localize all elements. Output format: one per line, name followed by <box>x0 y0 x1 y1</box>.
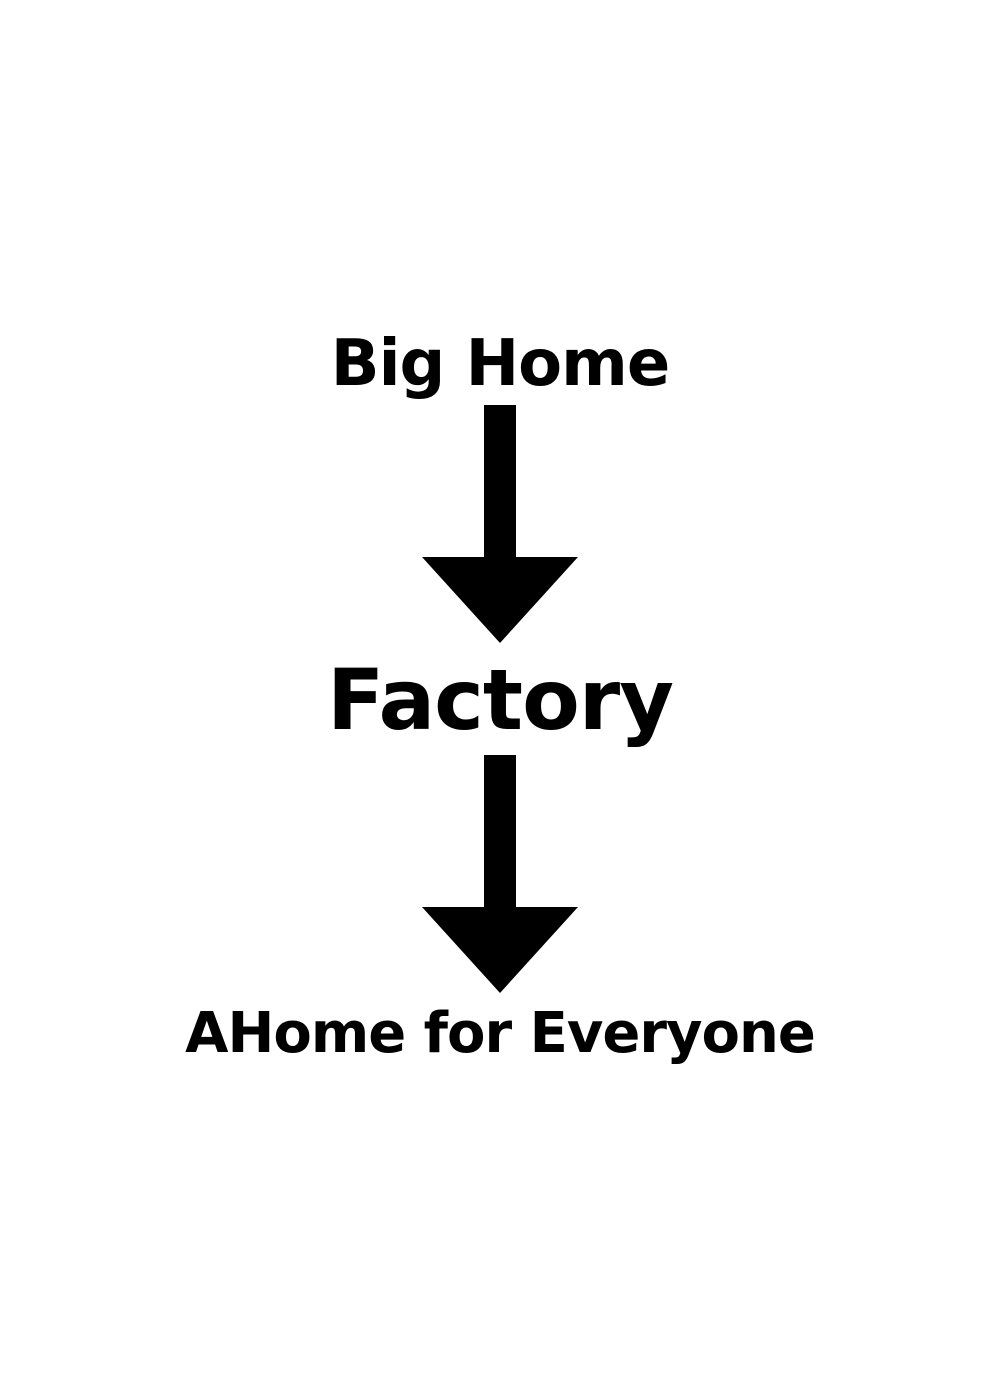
arrow-down-icon <box>422 405 578 643</box>
node-factory: Factory <box>327 651 674 749</box>
node-a-home-for-everyone: AHome for Everyone <box>185 1001 816 1066</box>
node-big-home: Big Home <box>330 327 670 401</box>
arrow-down-icon <box>422 755 578 993</box>
